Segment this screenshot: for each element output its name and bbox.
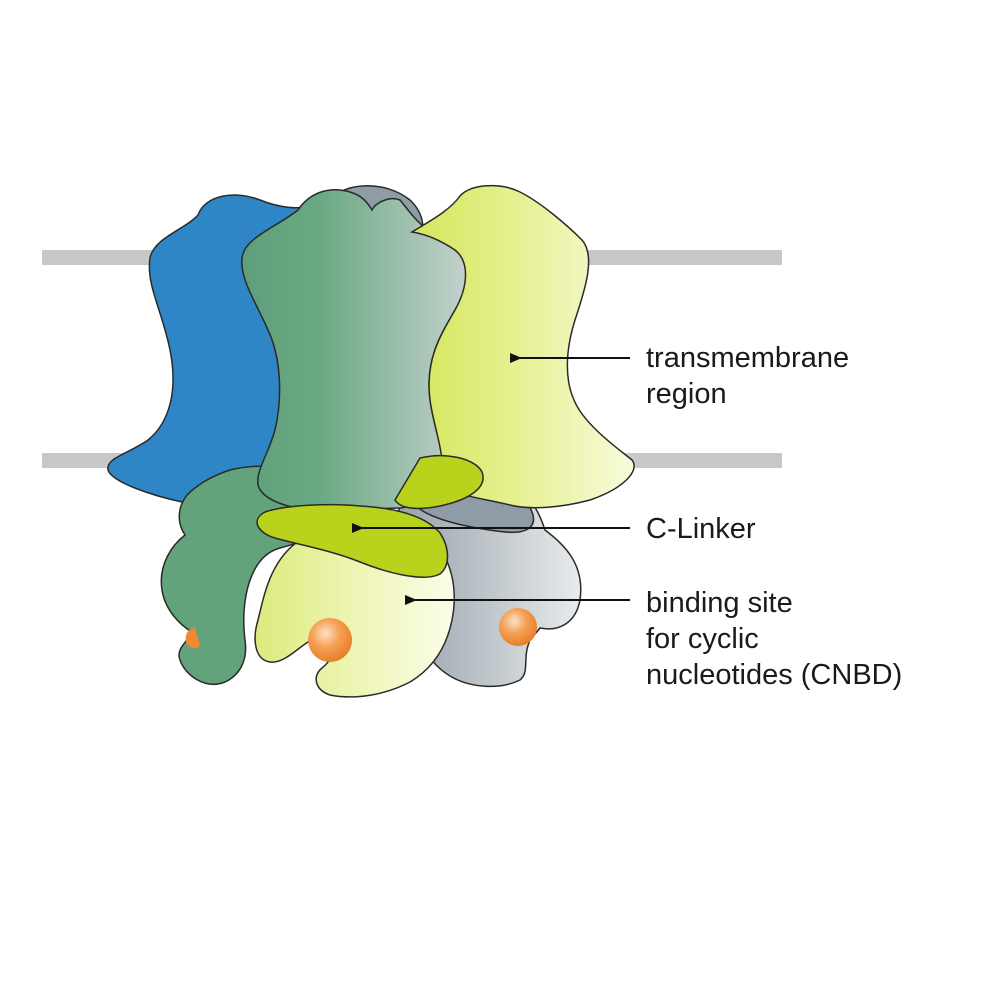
label-cnbd-line-1: binding site — [646, 587, 793, 619]
c-linker-upper-lobe — [394, 454, 484, 510]
label-transmembrane-region: transmembrane region — [646, 340, 849, 412]
label-transmembrane-line-2: region — [646, 378, 727, 410]
label-c-linker: C-Linker — [646, 511, 756, 547]
label-cnbd-line-3: nucleotides (CNBD) — [646, 659, 903, 691]
ligand-left-partial — [185, 628, 200, 649]
c-linker-front — [256, 503, 449, 578]
label-transmembrane-line-1: transmembrane — [646, 342, 850, 374]
ligand-right-ball — [499, 608, 537, 646]
label-cnbd: binding site for cyclic nucleotides (CNB… — [646, 585, 902, 693]
label-cnbd-line-2: for cyclic — [646, 623, 759, 655]
label-c-linker-line-1: C-Linker — [646, 513, 756, 545]
ligand-center-ball — [308, 618, 352, 662]
lime-subunit-transmembrane — [409, 184, 635, 509]
